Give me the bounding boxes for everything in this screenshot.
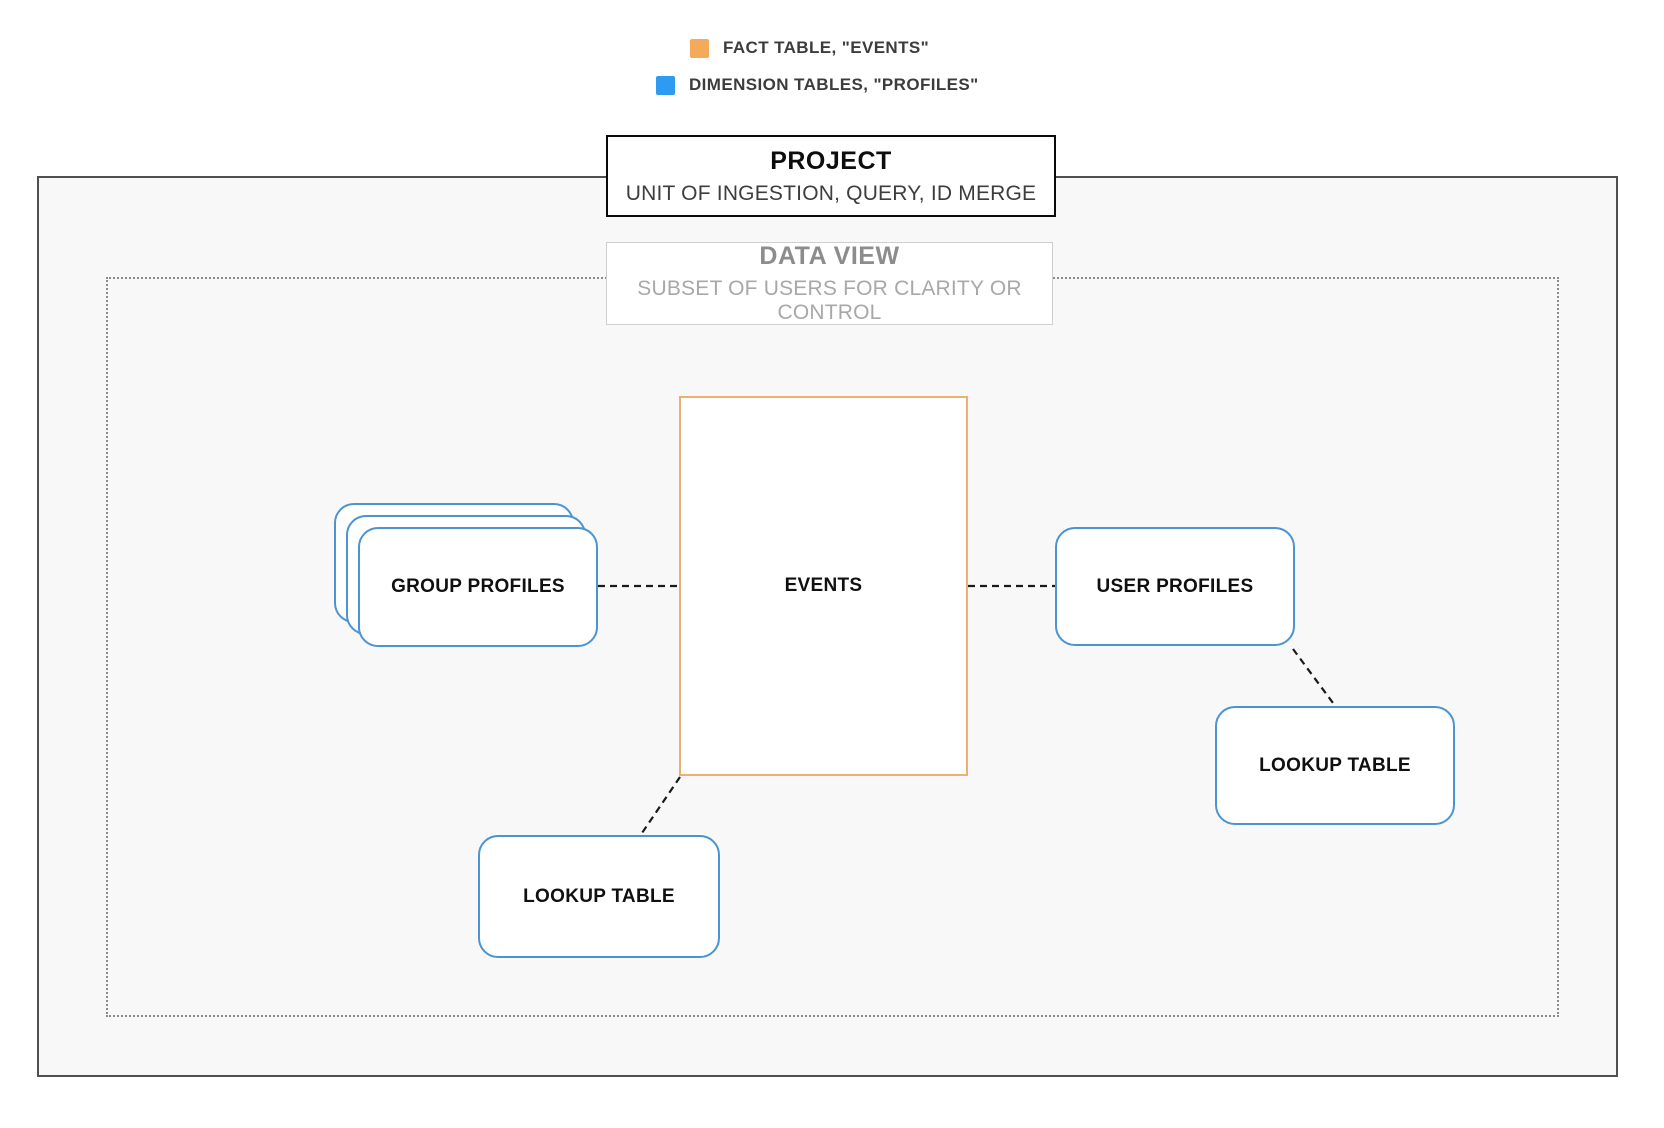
user-profiles-node: USER PROFILES: [1055, 527, 1295, 646]
dimension-tables-legend-label: DIMENSION TABLES, "PROFILES": [689, 75, 979, 94]
connector-user-profiles-lookup-table: [1292, 648, 1334, 704]
lookup-table-right-label: LOOKUP TABLE: [1259, 754, 1411, 776]
user-profiles-label: USER PROFILES: [1096, 575, 1254, 597]
events-node: EVENTS: [679, 396, 968, 776]
group-profiles-node: GROUP PROFILES: [358, 527, 598, 647]
connector-events-lookup-table: [641, 776, 681, 834]
fact-table-legend-label: FACT TABLE, "EVENTS": [723, 38, 930, 57]
fact-table-color-swatch: [690, 38, 709, 58]
legend-item-dimension-tables: DIMENSION TABLES, "PROFILES": [656, 74, 979, 96]
lookup-table-bottom-node: LOOKUP TABLE: [478, 835, 720, 958]
project-header-box: PROJECT UNIT OF INGESTION, QUERY, ID MER…: [606, 135, 1056, 217]
lookup-table-right-node: LOOKUP TABLE: [1215, 706, 1455, 825]
group-profiles-label: GROUP PROFILES: [391, 576, 565, 597]
lookup-table-bottom-label: LOOKUP TABLE: [523, 885, 675, 907]
legend-item-fact-table: FACT TABLE, "EVENTS": [690, 37, 929, 59]
data-view-subtitle: SUBSET OF USERS FOR CLARITY OR CONTROL: [637, 277, 1022, 324]
project-subtitle: UNIT OF INGESTION, QUERY, ID MERGE: [625, 181, 1037, 205]
data-view-header-box: DATA VIEW SUBSET OF USERS FOR CLARITY OR…: [606, 242, 1053, 325]
project-title: PROJECT: [770, 146, 892, 175]
data-view-title: DATA VIEW: [759, 242, 900, 270]
events-label: EVENTS: [784, 575, 863, 596]
dimension-tables-color-swatch: [656, 75, 675, 95]
